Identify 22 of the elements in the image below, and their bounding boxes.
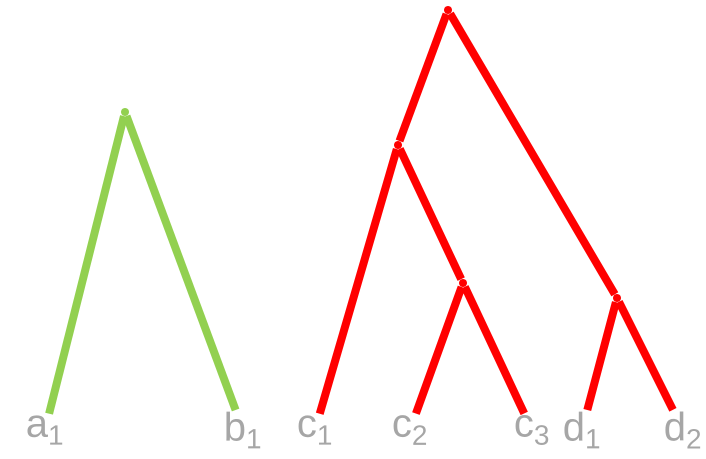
tree-branch	[122, 114, 240, 412]
tree-branch	[45, 115, 128, 415]
branch-joint	[444, 6, 452, 14]
branch-joint	[394, 141, 402, 149]
leaf-label: d$_{1}$	[564, 412, 600, 448]
tree-branch	[396, 12, 450, 142]
branch-joint	[459, 279, 467, 287]
leaf-label: b$_{1}$	[226, 412, 260, 448]
leaf-label: d$_{2}$	[665, 411, 700, 449]
tree-branch	[316, 148, 401, 415]
tree-branch	[583, 301, 620, 411]
leaf-label: a$_{1}$	[27, 415, 62, 445]
tree-branch	[446, 12, 618, 296]
tree-branch	[396, 147, 465, 281]
leaf-label: c$_{3}$	[516, 415, 548, 445]
tree-branch	[461, 285, 528, 416]
leaf-label: c$_{2}$	[394, 415, 426, 445]
tree-branch	[615, 300, 677, 412]
branch-joint	[121, 108, 129, 116]
leaf-label: c$_{1}$	[298, 415, 332, 445]
tree-branch	[412, 286, 466, 415]
branch-joint	[613, 294, 621, 302]
